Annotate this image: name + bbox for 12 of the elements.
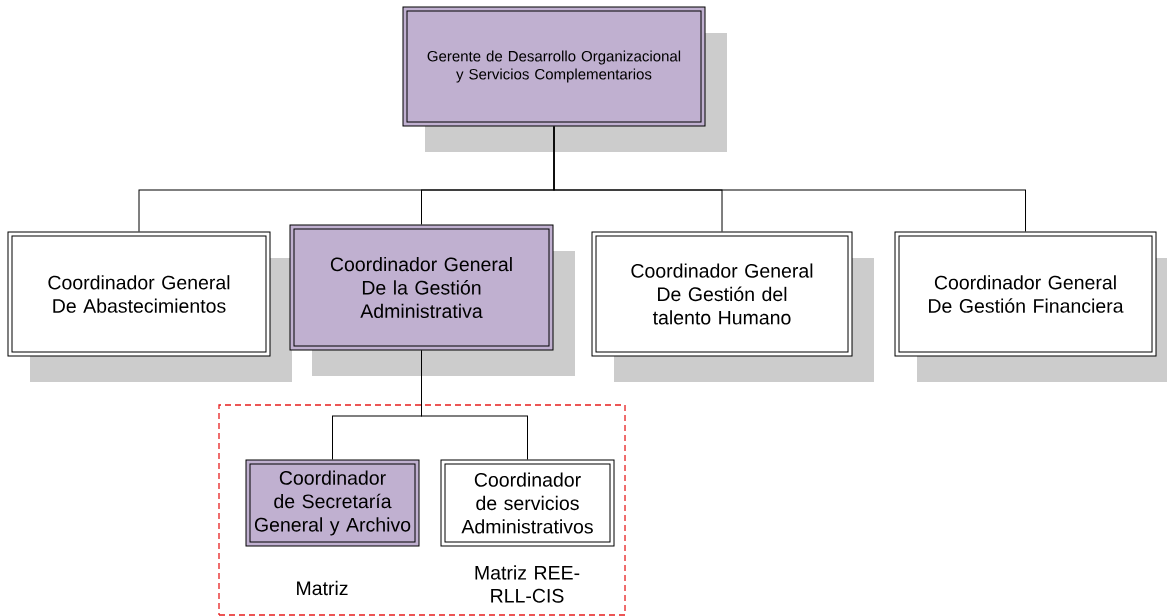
location-label: Matriz REE-RLL-CIS [475, 565, 580, 603]
org-box: Coordinador General De Gestión del talento Humano [591, 231, 874, 382]
org-box: Coordinador General De Abastecimientos [7, 231, 292, 382]
org-box: Coordinador General De Gestión Financiera [894, 231, 1167, 382]
org-box: Coordinador de servicios Administrativos [440, 459, 615, 547]
org-box: Coordinador de Secretaría General y Archivo [245, 459, 420, 547]
org-box: Gerente de Desarrollo Organizacional y Servicios Complementarios [402, 6, 727, 152]
connector-line [421, 350, 528, 460]
org-box: Coordinador General De la Gestión Administrativa [289, 224, 575, 376]
dashed-region [218, 404, 626, 616]
location-label: Matriz [297, 580, 348, 596]
connector-line [553, 126, 1026, 232]
